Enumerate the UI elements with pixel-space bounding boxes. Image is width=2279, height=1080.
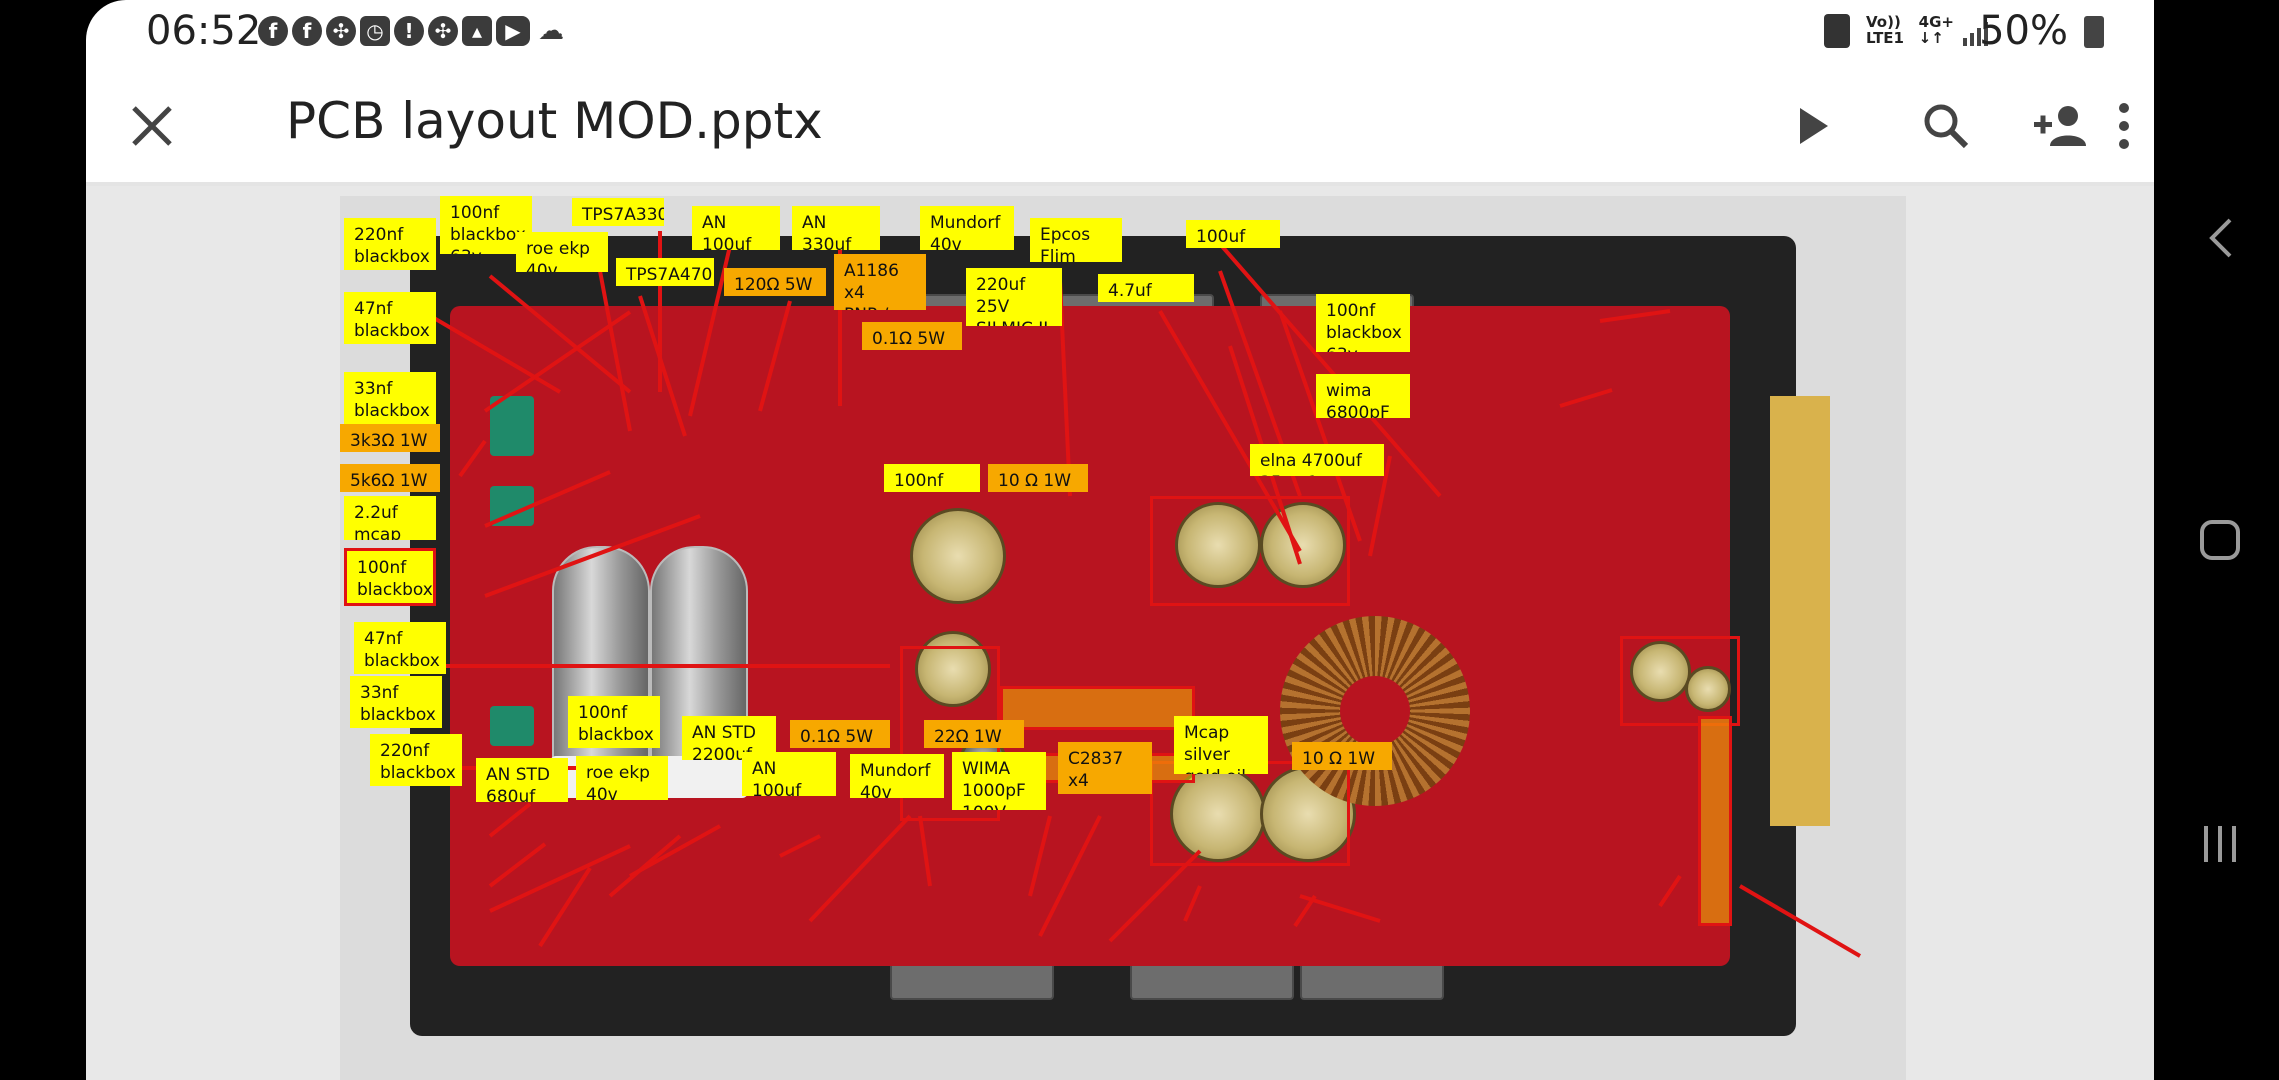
weather-icon: ☁ (538, 16, 564, 46)
terminal-block (1770, 396, 1830, 826)
status-time: 06:52 (146, 8, 262, 54)
callout-label: 5k6Ω 1W x1 (340, 464, 440, 492)
highlight-box (1698, 716, 1732, 926)
callout-label: 100nf blackbox 63v x1 (1316, 294, 1410, 352)
capacitor (915, 631, 991, 707)
highlight-box (1150, 496, 1350, 606)
callout-label: 100nf blackbox 63v x2 (440, 196, 532, 254)
callout-label: Mcap silver gold oil 0.1uf x4 (1174, 716, 1268, 774)
callout-label: 4.7uf 50v x1 (1098, 274, 1194, 302)
youtube-icon: ▶ (496, 16, 530, 46)
toolbar: PCB layout MOD.pptx (86, 68, 2154, 186)
callout-label: roe ekp 40v 470uf x4 (576, 756, 668, 800)
callout-label: 100uf 16v x1 (1186, 220, 1280, 248)
callout-label: 47nf blackbox 63v x2 (344, 292, 436, 344)
capacitor (1630, 641, 1691, 702)
pinwheel-icon: ✣ (326, 16, 356, 46)
callout-label: 100nf blackbox 63v x6 (568, 696, 660, 748)
shield-alert-icon: ! (394, 16, 424, 46)
status-bar: 06:52 f f ✣ ◷ ! ✣ ▴ ▶ ☁ Vo))LTE1 4G+↓↑ 5… (86, 0, 2154, 68)
callout-label: AN 100uf 63vx2 (692, 206, 780, 250)
callout-label: 100nf blackbox 63v x2 (344, 548, 436, 606)
facebook-icon: f (292, 16, 322, 46)
callout-label: 0.1Ω 5W x4 (790, 720, 890, 748)
signal-icon (1963, 22, 1988, 46)
slide-image: 220nf blackbox 63v x2 100nf blackbox 63v… (340, 196, 1906, 1080)
facebook-icon: f (258, 16, 288, 46)
callout-label: roe ekp 40v 470uf x2 (516, 232, 608, 272)
callout-label: 100nf 100v x2 (884, 464, 980, 492)
callout-label: 3k3Ω 1W x1 (340, 424, 440, 452)
callout-label: 22Ω 1W x1 (924, 720, 1024, 748)
callout-label: TPS7A4701+ (616, 258, 714, 286)
callout-label: C2837 x4 NPN / MJL3281A (1058, 742, 1152, 794)
capacitor (1175, 502, 1261, 588)
callout-label: 120Ω 5W x2 (724, 268, 826, 296)
callout-label: elna 4700uf 35v x1 (1250, 444, 1384, 476)
callout-label: A1186 x4 PNP / MJL1302A (834, 254, 926, 310)
callout-label: wima 6800pF 100V FKP2 x1 (1316, 374, 1410, 418)
data-indicator: 4G+↓↑ (1918, 13, 1954, 47)
callout-label: 33nf blackbox 400v x2 (350, 676, 442, 728)
callout-label: 220nf blackbox 63v x2 (370, 734, 462, 786)
toroid-inductor (1280, 616, 1470, 806)
callout-label: 220nf blackbox 63v x2 (344, 218, 436, 270)
callout-label: 10 Ω 1W x4 (1292, 742, 1392, 770)
play-icon[interactable] (1780, 94, 1844, 158)
recents-icon[interactable] (2200, 824, 2240, 864)
app-window: 06:52 f f ✣ ◷ ! ✣ ▴ ▶ ☁ Vo))LTE1 4G+↓↑ 5… (86, 0, 2154, 1080)
callout-label: AN 100uf 63v x4 (742, 752, 836, 796)
capacitor (1685, 666, 1731, 712)
battery-percent: 50% (1979, 8, 2068, 54)
close-icon[interactable] (124, 98, 180, 154)
callout-label: TPS7A3301- (572, 198, 664, 226)
more-vert-icon[interactable] (2104, 94, 2144, 158)
callout-label: Mundorf 40v 4700uf x2 (850, 754, 944, 798)
home-icon[interactable] (2198, 518, 2242, 562)
callout-label: WIMA 1000pF 100V FKP2 x1 (952, 752, 1046, 810)
back-icon[interactable] (2206, 216, 2236, 260)
annotation-lines (408, 231, 1862, 958)
callout-label: Epcos Flim 1uf 63v x1 (1030, 218, 1122, 262)
callout-label: AN 330uf 25v x1 (792, 206, 880, 250)
callout-label: 10 Ω 1W x4 (988, 464, 1088, 492)
alarm-icon: ◷ (360, 16, 390, 46)
slide-viewer[interactable]: 220nf blackbox 63v x2 100nf blackbox 63v… (86, 186, 2154, 1080)
volte-indicator: Vo))LTE1 (1866, 13, 1904, 47)
connector (490, 396, 534, 456)
capacitor (1260, 502, 1346, 588)
callout-label: 47nf blackbox 63v x2 (354, 622, 446, 674)
search-icon[interactable] (1914, 94, 1978, 158)
document-title: PCB layout MOD.pptx (286, 92, 823, 150)
battery-icon (2084, 16, 2104, 48)
callout-label: AN STD 680uf 63v x2 (476, 758, 568, 802)
pinwheel-icon: ✣ (428, 16, 458, 46)
navigation-bar (2154, 0, 2279, 1080)
gallery-icon: ▴ (462, 16, 492, 46)
add-person-icon[interactable] (2030, 94, 2094, 158)
highlight-box (1620, 636, 1740, 726)
recycle-icon (1824, 14, 1850, 48)
callout-label: 220uf 25V SILMIC II RFS x1 (966, 268, 1062, 326)
callout-label: 33nf blackbox 400v x2 (344, 372, 436, 424)
callout-label: Mundorf 40v 4700uf x2 (920, 206, 1014, 250)
highlight-box (1000, 686, 1195, 730)
capacitor (910, 508, 1006, 604)
callout-label: 0.1Ω 5W x4 (862, 322, 962, 350)
callout-label: 2.2uf mcap mkp x4 (344, 496, 436, 540)
connector (490, 706, 534, 746)
